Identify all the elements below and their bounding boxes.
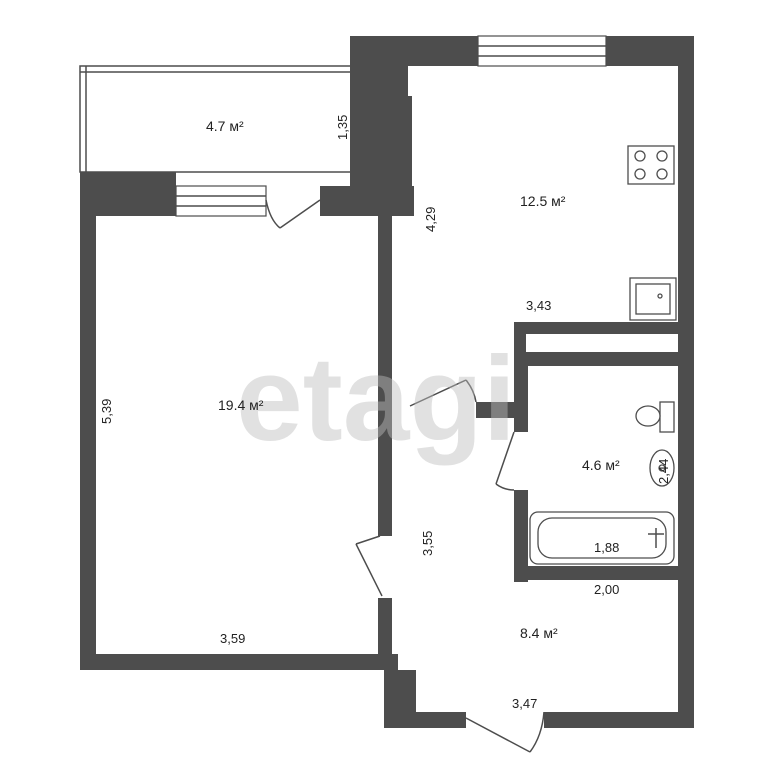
bathroom-door <box>495 431 515 491</box>
stove-icon <box>627 145 675 185</box>
washbasin-icon <box>649 449 675 487</box>
balcony-area-label: 4.7 м² <box>206 118 244 134</box>
sink-icon <box>629 277 677 321</box>
kitchen-depth-label: 4,29 <box>423 207 438 232</box>
bathtub-icon <box>529 511 675 565</box>
hall-area-label: 8.4 м² <box>520 625 558 641</box>
living-window <box>175 185 267 217</box>
living-area-label: 19.4 м² <box>218 397 264 413</box>
bath-inner-width-label: 1,88 <box>594 540 619 555</box>
living-width-label: 3,59 <box>220 631 245 646</box>
balcony-door <box>265 199 321 229</box>
living-depth-label: 5,39 <box>99 399 114 424</box>
hall-width-label: 3,47 <box>512 696 537 711</box>
kitchen-area-label: 12.5 м² <box>520 193 566 209</box>
kitchen-width-label: 3,43 <box>526 298 551 313</box>
entrance-door <box>465 711 545 753</box>
bath-depth-label: 2,44 <box>656 459 671 484</box>
watermark: etagi <box>236 332 516 466</box>
kitchen-window <box>477 35 607 67</box>
balcony-depth-label: 1,35 <box>335 115 350 140</box>
hall-depth-label: 3,55 <box>420 531 435 556</box>
bath-width-label: 2,00 <box>594 582 619 597</box>
walls <box>80 36 694 728</box>
toilet-icon <box>635 401 675 433</box>
kitchen-door <box>409 379 477 407</box>
bathroom-area-label: 4.6 м² <box>582 457 620 473</box>
living-door <box>355 535 383 597</box>
